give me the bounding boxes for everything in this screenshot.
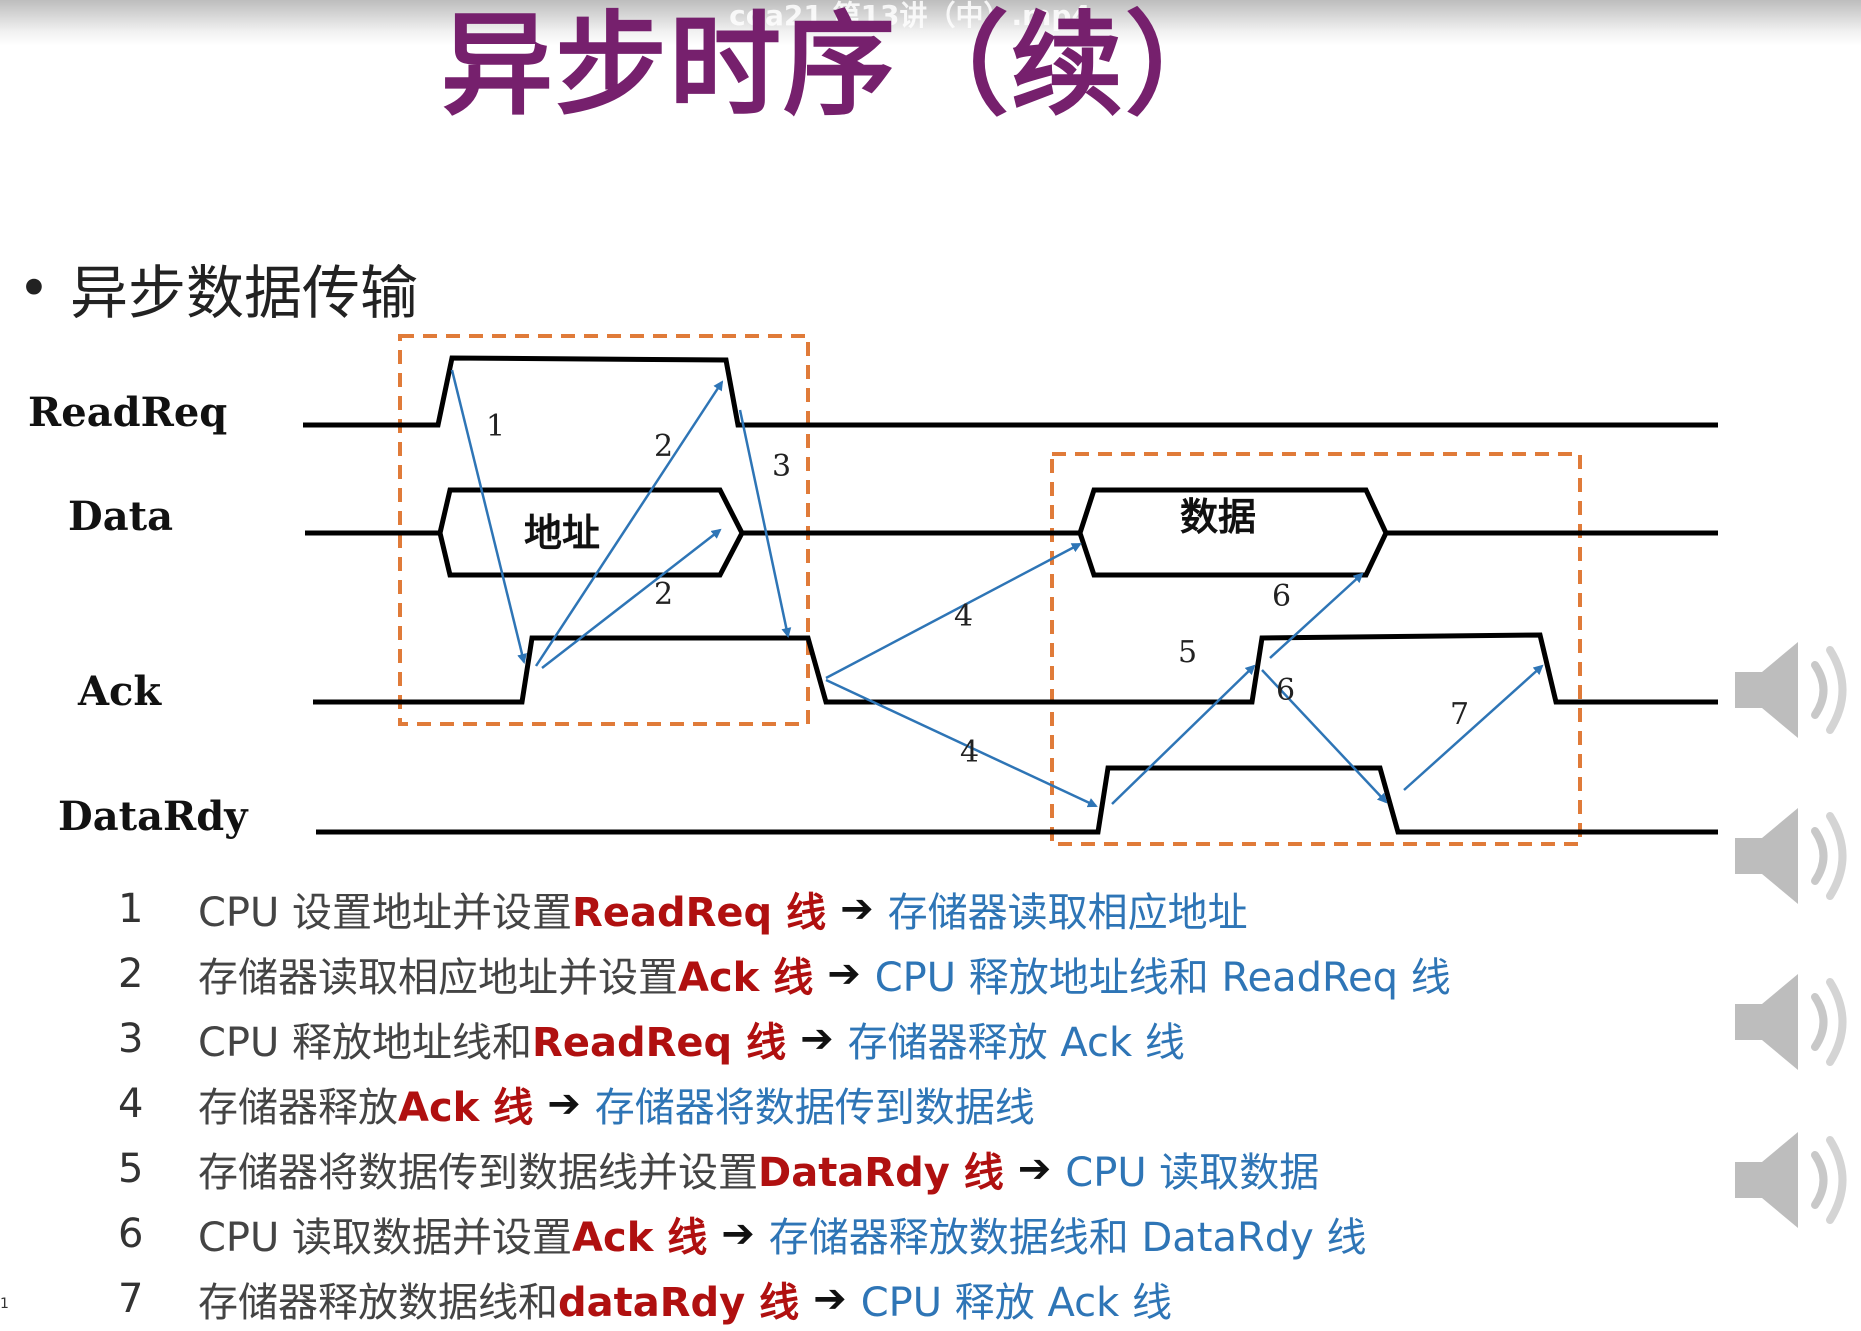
step-item-2: 2 存储器读取相应地址并设置 Ack 线 ➔ CPU 释放地址线和 ReadRe… xyxy=(118,941,1678,1006)
step-condition: 存储器释放 xyxy=(198,1084,398,1131)
video-title-bar: coa21 第13讲（中）.mp4 xyxy=(0,0,1861,46)
step-condition: 存储器释放数据线和 xyxy=(198,1279,558,1326)
speaker-icon[interactable] xyxy=(1720,1110,1861,1250)
arrow-number-6b: 6 xyxy=(1276,673,1295,708)
signal-label-readreq: ReadReq xyxy=(28,389,227,436)
arrow-number-2a: 2 xyxy=(654,429,673,464)
datardy-waveform xyxy=(316,765,1718,835)
bullet-dot-icon: • xyxy=(18,256,50,320)
step-number: 4 xyxy=(118,1080,144,1127)
arrow-2-lower xyxy=(541,528,722,669)
step-condition: CPU 释放地址线和 xyxy=(198,1019,533,1066)
speaker-icon[interactable] xyxy=(1720,620,1861,760)
causality-arrows xyxy=(450,369,1544,808)
right-arrow-icon: ➔ xyxy=(840,885,874,932)
step-list: 1 CPU 设置地址并设置 ReadReq 线 ➔ 存储器读取相应地址 2 存储… xyxy=(118,876,1678,1331)
signal-label-data: Data xyxy=(68,493,173,540)
step-number: 3 xyxy=(118,1015,144,1062)
arrow-number-4a: 4 xyxy=(954,599,973,634)
step-signal: Ack 线 xyxy=(398,1084,534,1131)
step-condition: 存储器将数据传到数据线并设置 xyxy=(198,1149,758,1196)
arrow-2-upper xyxy=(534,380,724,667)
arrow-5 xyxy=(1111,664,1256,805)
step-number: 6 xyxy=(118,1210,144,1257)
page-marker: 1 xyxy=(0,1296,9,1312)
speaker-icon[interactable] xyxy=(1720,786,1861,926)
arrow-4-upper xyxy=(825,542,1082,680)
step-signal: Ack 线 xyxy=(572,1214,708,1261)
step-result: CPU 读取数据 xyxy=(1065,1149,1320,1196)
step-result: 存储器释放数据线和 DataRdy 线 xyxy=(768,1214,1367,1261)
step-item-7: 7 存储器释放数据线和 dataRdy 线 ➔ CPU 释放 Ack 线 xyxy=(118,1266,1678,1331)
signal-label-ack: Ack xyxy=(77,668,162,715)
data-phase-box xyxy=(1050,452,1582,846)
step-result: CPU 释放地址线和 ReadReq 线 xyxy=(874,954,1451,1001)
step-result: 存储器读取相应地址 xyxy=(887,889,1248,936)
step-number: 5 xyxy=(118,1145,144,1192)
speaker-icon[interactable] xyxy=(1720,952,1861,1092)
signal-label-datardy: DataRdy xyxy=(58,793,249,840)
step-item-5: 5 存储器将数据传到数据线并设置 DataRdy 线 ➔ CPU 读取数据 xyxy=(118,1136,1678,1201)
arrow-3 xyxy=(738,409,792,638)
video-title: coa21 第13讲（中）.mp4 xyxy=(729,0,1091,32)
step-signal: ReadReq 线 xyxy=(532,1019,787,1066)
arrow-number-1: 1 xyxy=(486,409,505,444)
ack-waveform xyxy=(313,632,1718,705)
step-number: 2 xyxy=(118,950,144,997)
readreq-waveform xyxy=(303,355,1718,428)
bus-label-address: 地址 xyxy=(524,511,600,555)
step-item-1: 1 CPU 设置地址并设置 ReadReq 线 ➔ 存储器读取相应地址 xyxy=(118,876,1678,941)
bullet-text: 异步数据传输 xyxy=(70,259,419,327)
arrow-1 xyxy=(450,369,527,664)
arrow-number-7: 7 xyxy=(1450,697,1469,732)
right-arrow-icon: ➔ xyxy=(721,1210,755,1257)
right-arrow-icon: ➔ xyxy=(800,1015,834,1062)
arrow-6-lower xyxy=(1261,669,1388,804)
step-signal: ReadReq 线 xyxy=(572,889,827,936)
step-condition: CPU 设置地址并设置 xyxy=(198,889,573,936)
right-arrow-icon: ➔ xyxy=(1017,1145,1052,1192)
step-item-3: 3 CPU 释放地址线和 ReadReq 线 ➔ 存储器释放 Ack 线 xyxy=(118,1006,1678,1071)
bullet-item: • 异步数据传输 xyxy=(18,248,418,328)
right-arrow-icon: ➔ xyxy=(813,1275,847,1322)
step-condition: 存储器读取相应地址并设置 xyxy=(198,954,678,1001)
step-number: 1 xyxy=(118,885,144,932)
arrow-6-upper xyxy=(1269,572,1364,659)
arrow-number-5: 5 xyxy=(1178,635,1197,670)
step-number: 7 xyxy=(118,1275,144,1322)
step-result: CPU 释放 Ack 线 xyxy=(860,1279,1172,1326)
arrow-number-6a: 6 xyxy=(1272,579,1291,614)
arrow-number-4b: 4 xyxy=(960,735,979,770)
audio-icons xyxy=(1720,610,1861,1250)
arrow-7 xyxy=(1403,664,1544,791)
step-signal: dataRdy 线 xyxy=(558,1279,800,1326)
right-arrow-icon: ➔ xyxy=(827,950,861,997)
arrow-number-3: 3 xyxy=(772,449,791,484)
arrow-number-2b: 2 xyxy=(654,577,673,612)
bus-label-data: 数据 xyxy=(1180,495,1256,539)
step-item-4: 4 存储器释放 Ack 线 ➔ 存储器将数据传到数据线 xyxy=(118,1071,1678,1136)
step-signal: Ack 线 xyxy=(678,954,814,1001)
right-arrow-icon: ➔ xyxy=(547,1080,581,1127)
address-phase-box xyxy=(398,334,810,726)
step-result: 存储器将数据传到数据线 xyxy=(594,1084,1035,1131)
step-item-6: 6 CPU 读取数据并设置 Ack 线 ➔ 存储器释放数据线和 DataRdy … xyxy=(118,1201,1678,1266)
step-result: 存储器释放 Ack 线 xyxy=(847,1019,1185,1066)
step-condition: CPU 读取数据并设置 xyxy=(198,1214,573,1261)
slide-title: 异步时序（续） xyxy=(441,1,1239,131)
arrow-4-lower xyxy=(825,678,1098,808)
step-signal: DataRdy 线 xyxy=(758,1149,1004,1196)
timing-diagram: ReadReq Data Ack DataRdy 地址 数据 1 2 2 3 4… xyxy=(28,334,1718,846)
